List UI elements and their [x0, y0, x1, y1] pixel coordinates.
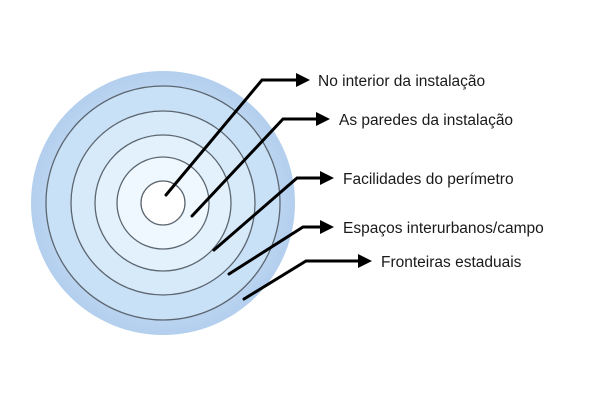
arrow-layer-2 [190, 112, 330, 218]
label-facilidades-perimetro: Facilidades do perímetro [343, 171, 514, 188]
ring-core [140, 180, 186, 226]
label-no-interior: No interior da instalação [318, 73, 485, 90]
arrow-layer-5 [242, 254, 372, 301]
layer-labels: No interior da instalação As paredes da … [318, 73, 544, 271]
label-paredes: As paredes da instalação [339, 112, 513, 129]
label-fronteiras-estaduais: Fronteiras estaduais [381, 254, 522, 271]
concentric-rings [31, 71, 295, 335]
pointer-arrows [164, 73, 372, 301]
label-espacos-interurbanos: Espaços interurbanos/campo [343, 220, 544, 237]
arrow-layer-3 [212, 171, 334, 252]
arrow-layer-1 [164, 73, 310, 197]
arrow-layer-4 [227, 220, 334, 276]
